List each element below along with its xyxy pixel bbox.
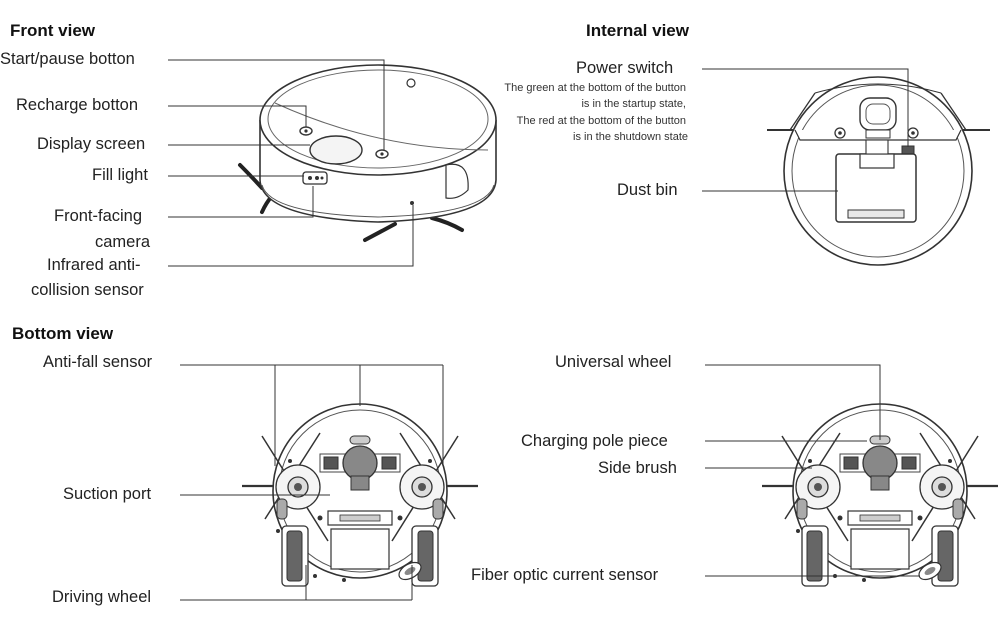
charging-pole-label: Charging pole piece xyxy=(521,432,668,450)
front-view-robot xyxy=(238,64,497,242)
bottom-view-title: Bottom view xyxy=(12,324,114,343)
recharge-button-label: Recharge botton xyxy=(16,96,139,114)
fiber-optic-sensor-label: Fiber optic current sensor xyxy=(471,566,659,584)
universal-wheel-label: Universal wheel xyxy=(555,353,672,371)
front-view-title: Front view xyxy=(10,21,96,40)
power-switch-note-1: The green at the bottom of the button xyxy=(504,82,686,94)
infrared-sensor-label-line2: collision sensor xyxy=(31,281,144,299)
power-switch-note-4: is in the shutdown state xyxy=(573,131,688,143)
internal-view-robot xyxy=(767,76,990,266)
suction-port-label: Suction port xyxy=(63,485,152,503)
internal-view-title: Internal view xyxy=(586,21,689,40)
dust-bin-label: Dust bin xyxy=(617,181,678,199)
anti-fall-sensor-label: Anti-fall sensor xyxy=(43,353,153,371)
driving-wheel-label: Driving wheel xyxy=(52,588,152,606)
front-camera-label-line1: Front-facing xyxy=(54,207,143,225)
power-switch-note-2: is in the startup state, xyxy=(581,98,686,110)
power-switch-label: Power switch xyxy=(576,59,674,77)
display-screen-label: Display screen xyxy=(37,135,146,153)
power-switch-note-3: The red at the bottom of the button xyxy=(516,115,686,127)
side-brush-label: Side brush xyxy=(598,459,677,477)
infrared-sensor-label-line1: Infrared anti- xyxy=(47,256,141,274)
front-camera-label-line2: camera xyxy=(95,233,151,251)
start-pause-button-label: Start/pause botton xyxy=(0,50,135,68)
fill-light-label: Fill light xyxy=(92,166,148,184)
